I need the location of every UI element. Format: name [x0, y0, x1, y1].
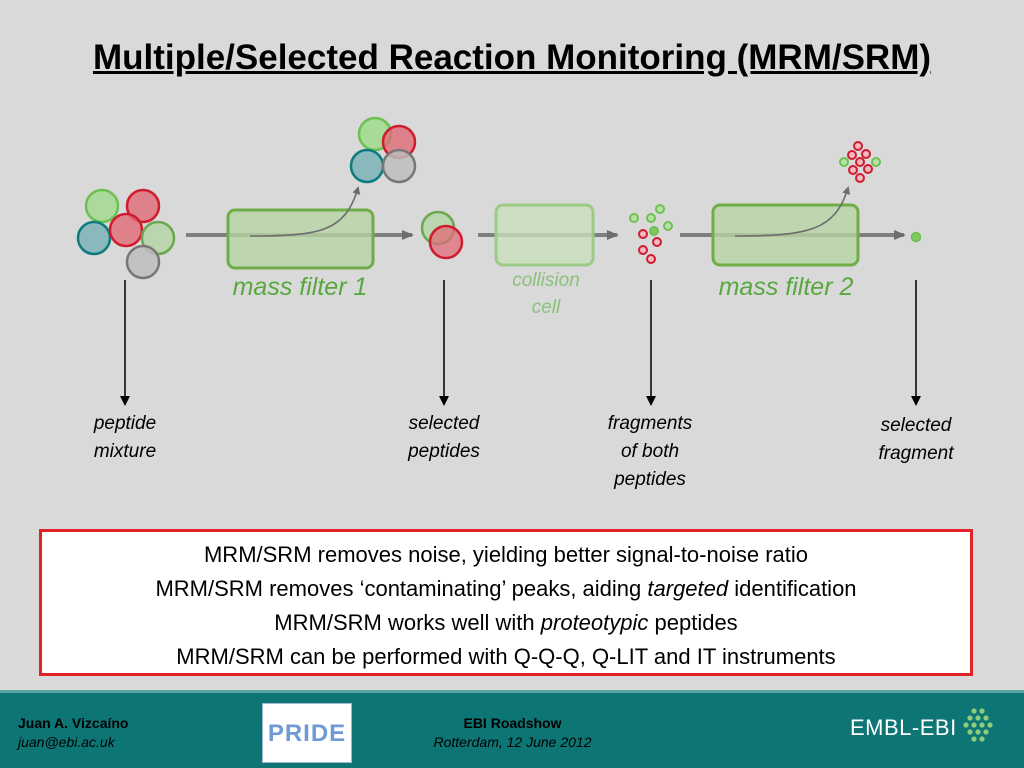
pride-logo: PRIDE [262, 703, 352, 763]
summary-line-3-pre: MRM/SRM works well with [274, 610, 541, 635]
embl-ebi-logo-text: EMBL-EBI [850, 715, 957, 740]
slide-title: Multiple/Selected Reaction Monitoring (M… [92, 38, 932, 77]
footer-author: Juan A. Vizcaíno juan@ebi.ac.uk [18, 714, 128, 752]
event-name: EBI Roadshow [463, 715, 562, 731]
mass-filter-2-box [711, 203, 860, 267]
label-selected-fragment-line2: fragment [878, 443, 954, 464]
label-selected-peptides-line1: selected [408, 413, 480, 434]
mass-filter-2-label: mass filter 2 [718, 273, 854, 301]
label-fragments-line2: of both [620, 441, 680, 462]
summary-line-2: MRM/SRM removes ‘contaminating’ peaks, a… [42, 572, 970, 606]
embl-ebi-logo: EMBL-EBI [832, 707, 1024, 747]
collision-cell-label: collision cell [486, 267, 606, 321]
label-peptide-mixture: peptide mixture [65, 410, 185, 466]
summary-line-2-pre: MRM/SRM removes ‘contaminating’ peaks, a… [155, 576, 648, 601]
label-fragments-line1: fragments [607, 413, 693, 434]
selected-fragment-dot [910, 231, 922, 243]
embl-ebi-logo-icon [963, 708, 993, 742]
collision-cell-box [494, 203, 595, 267]
mrm-diagram [76, 116, 922, 406]
pride-logo-text: PRIDE [267, 720, 347, 747]
summary-line-3: MRM/SRM works well with proteotypic pept… [42, 606, 970, 640]
event-detail: Rotterdam, 12 June 2012 [433, 734, 592, 750]
selected-peptides-cluster [420, 210, 464, 260]
deflection-curve-1 [249, 186, 361, 237]
label-selected-peptides: selected peptides [384, 410, 504, 466]
summary-line-3-emphasis: proteotypic [540, 610, 649, 635]
collision-cell-label-line1: collision [512, 270, 580, 291]
mass-filter-1-box [226, 208, 375, 270]
fragments-cluster [629, 204, 673, 264]
label-selected-fragment: selected fragment [856, 412, 976, 468]
label-peptide-mixture-line1: peptide [93, 413, 157, 434]
label-peptide-mixture-line2: mixture [93, 441, 157, 462]
peptide-mixture-cluster [76, 188, 176, 280]
mass-filter-1-label: mass filter 1 [232, 273, 368, 301]
summary-box: MRM/SRM removes noise, yielding better s… [39, 529, 973, 676]
author-email[interactable]: juan@ebi.ac.uk [18, 734, 115, 750]
summary-line-4: MRM/SRM can be performed with Q-Q-Q, Q-L… [176, 644, 836, 669]
author-name: Juan A. Vizcaíno [18, 715, 129, 731]
footer-bar [0, 690, 1024, 768]
footer-divider [0, 690, 1024, 693]
summary-line-1: MRM/SRM removes noise, yielding better s… [203, 542, 808, 567]
collision-cell-label-line2: cell [531, 297, 561, 318]
rejected-fragments-cluster [839, 141, 881, 183]
deflection-curve-2 [734, 186, 851, 237]
summary-line-2-post: identification [728, 576, 857, 601]
label-selected-peptides-line2: peptides [408, 441, 480, 462]
label-fragments-line3: peptides [614, 469, 686, 490]
footer-event: EBI Roadshow Rotterdam, 12 June 2012 [400, 714, 625, 752]
label-fragments: fragments of both peptides [586, 410, 714, 494]
summary-line-3-post: peptides [648, 610, 738, 635]
rejected-peptides-cluster [349, 116, 417, 184]
summary-line-2-emphasis: targeted [647, 576, 729, 601]
label-selected-fragment-line1: selected [880, 415, 952, 436]
